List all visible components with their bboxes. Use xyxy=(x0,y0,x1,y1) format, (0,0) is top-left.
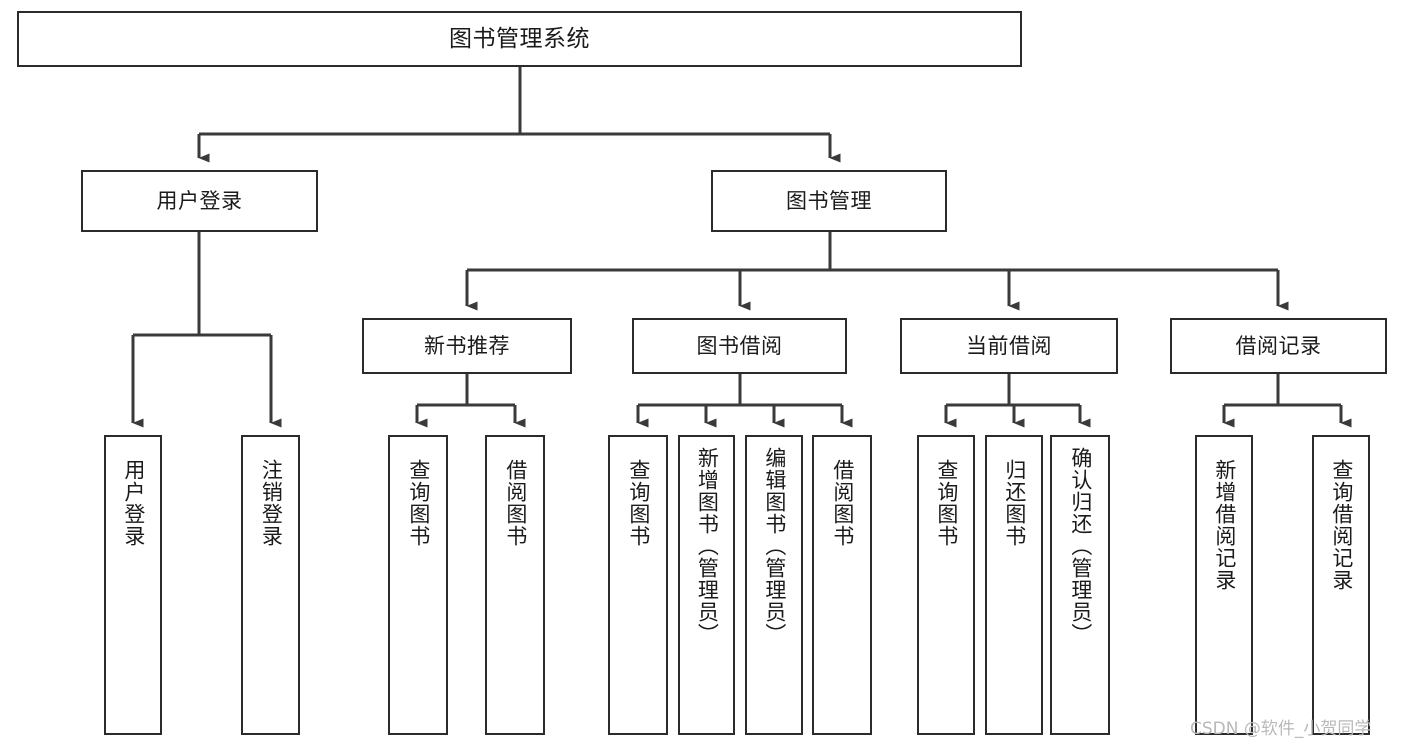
leaf-confirm-return-admin[interactable]: 确认归还（管理员） xyxy=(1050,435,1110,735)
leaf-query-book-3[interactable]: 查询图书 xyxy=(917,435,975,735)
node-label: 查询图书 xyxy=(406,459,431,547)
node-label: 借阅图书 xyxy=(830,459,855,547)
node-label: 查询图书 xyxy=(934,459,959,547)
leaf-logout[interactable]: 注销登录 xyxy=(241,435,300,735)
node-label: 确认归还（管理员） xyxy=(1068,447,1093,645)
leaf-query-book-2[interactable]: 查询图书 xyxy=(608,435,668,735)
node-borrow-record[interactable]: 借阅记录 xyxy=(1170,318,1387,374)
node-label: 归还图书 xyxy=(1002,459,1027,547)
node-label: 借阅记录 xyxy=(1235,333,1322,358)
node-label: 新增图书（管理员） xyxy=(695,447,720,645)
node-label: 新书推荐 xyxy=(424,333,510,358)
node-book-borrow[interactable]: 图书借阅 xyxy=(632,318,847,374)
leaf-query-borrow-record[interactable]: 查询借阅记录 xyxy=(1312,435,1370,735)
node-label: 图书管理 xyxy=(786,188,872,213)
node-current-borrow[interactable]: 当前借阅 xyxy=(900,318,1118,374)
node-label: 图书管理系统 xyxy=(449,25,590,52)
node-label: 新增借阅记录 xyxy=(1212,459,1237,591)
leaf-return-book[interactable]: 归还图书 xyxy=(985,435,1043,735)
node-label: 查询借阅记录 xyxy=(1329,459,1354,591)
node-label: 查询图书 xyxy=(626,459,651,547)
node-label: 用户登录 xyxy=(156,188,243,213)
node-label: 用户登录 xyxy=(121,459,146,547)
node-label: 编辑图书（管理员） xyxy=(762,447,787,645)
node-new-book-recommend[interactable]: 新书推荐 xyxy=(362,318,572,374)
leaf-borrow-book-2[interactable]: 借阅图书 xyxy=(812,435,872,735)
node-root-system[interactable]: 图书管理系统 xyxy=(17,11,1022,67)
node-label: 注销登录 xyxy=(259,459,284,547)
node-label: 图书借阅 xyxy=(696,333,783,358)
csdn-watermark: CSDN @软件_小贺同学 xyxy=(1190,719,1372,739)
leaf-edit-book-admin[interactable]: 编辑图书（管理员） xyxy=(745,435,803,735)
leaf-add-book-admin[interactable]: 新增图书（管理员） xyxy=(678,435,735,735)
leaf-borrow-book-1[interactable]: 借阅图书 xyxy=(485,435,545,735)
node-book-management[interactable]: 图书管理 xyxy=(711,170,947,232)
leaf-user-login[interactable]: 用户登录 xyxy=(104,435,162,735)
leaf-query-book-1[interactable]: 查询图书 xyxy=(388,435,448,735)
node-label: 借阅图书 xyxy=(503,459,528,547)
node-user-login[interactable]: 用户登录 xyxy=(81,170,318,232)
leaf-add-borrow-record[interactable]: 新增借阅记录 xyxy=(1195,435,1253,735)
node-label: 当前借阅 xyxy=(966,333,1052,358)
